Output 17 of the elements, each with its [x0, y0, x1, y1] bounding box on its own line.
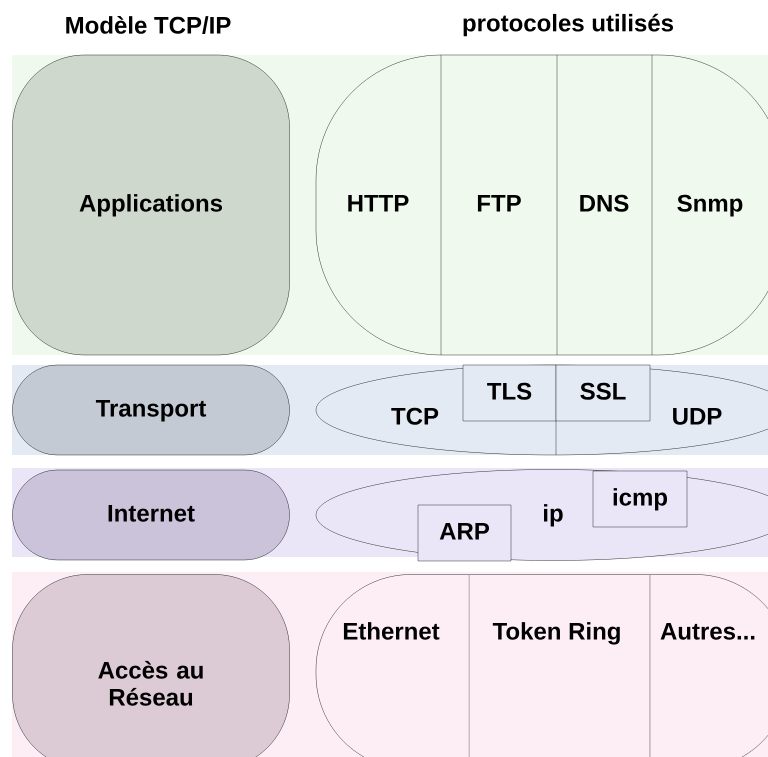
protocol-label: FTP: [478, 194, 521, 212]
protocol-label: TCP: [391, 408, 438, 425]
protocol-label: Ethernet: [344, 622, 440, 640]
protocol-capsule: [316, 574, 768, 757]
protocol-box: SSL: [556, 364, 650, 422]
protocol-label: DNS: [580, 194, 628, 212]
protocol-label: Snmp: [677, 194, 742, 216]
protocol-label: Token Ring: [492, 622, 620, 645]
protocol-capsule: [316, 54, 768, 356]
protocol-label: UDP: [673, 408, 722, 425]
column-heading: protocoles utilisés: [464, 14, 674, 36]
protocol-label: HTTP: [348, 194, 408, 212]
protocol-box: icmp: [592, 470, 688, 528]
node-label: ip: [544, 504, 563, 526]
protocol-box: TLS: [462, 364, 556, 422]
protocol-label: Autres...: [660, 622, 754, 640]
protocol-box: ARP: [418, 504, 512, 562]
